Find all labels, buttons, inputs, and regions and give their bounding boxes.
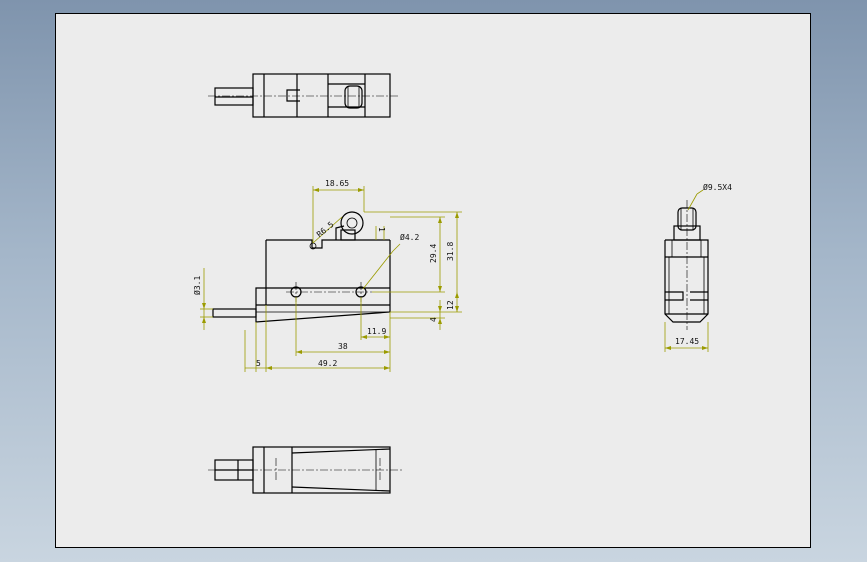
dim-len-49-2: 49.2 (318, 359, 337, 368)
dim-small-1: 1 (377, 227, 386, 232)
dim-offset-4: 4 (429, 317, 438, 322)
dim-hole-dia: Ø4.2 (400, 232, 419, 242)
dim-height-total: 31.8 (446, 242, 455, 261)
dim-height-inner: 29.4 (429, 244, 438, 263)
dim-top-width: 18.65 (325, 179, 349, 188)
dim-len-5: 5 (256, 359, 261, 368)
dim-side-width: 17.45 (675, 337, 699, 346)
top-view[interactable] (208, 73, 400, 118)
front-view[interactable] (212, 211, 391, 323)
dim-len-38: 38 (338, 342, 348, 351)
drawing-sheet (55, 13, 811, 548)
dim-side-hole: Ø9.5X4 (703, 182, 732, 192)
front-view-dimensions: 18.65 R6.5 1 Ø4.2 29.4 31.8 (192, 179, 462, 372)
side-view[interactable]: Ø9.5X4 17.45 (664, 182, 732, 352)
dim-len-11-9: 11.9 (367, 327, 386, 336)
dim-roller-radius: R6.5 (315, 220, 336, 239)
bottom-view[interactable] (208, 446, 402, 494)
dim-pin-dia: Ø3.1 (192, 276, 202, 295)
dim-offset-12: 12 (446, 300, 455, 310)
